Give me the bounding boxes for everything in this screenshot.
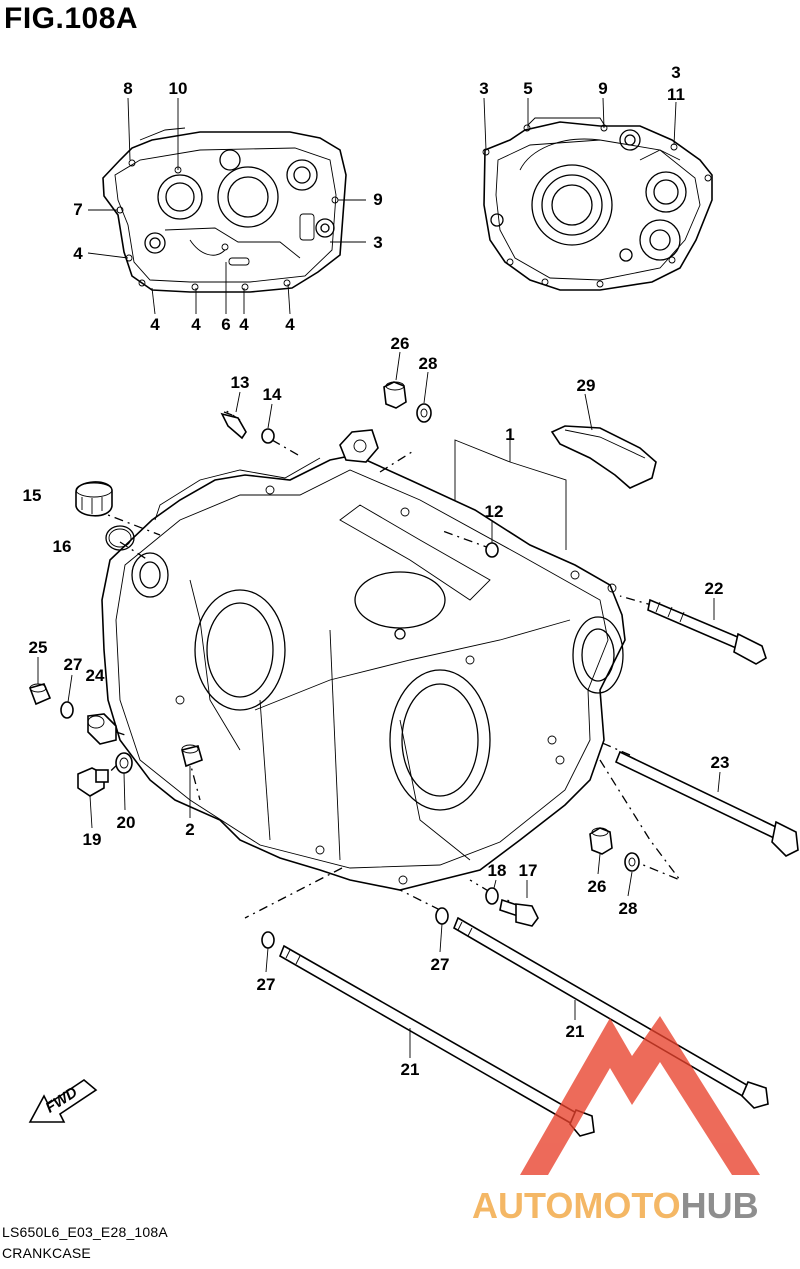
callout-4e: 4	[285, 315, 295, 334]
callout-29: 29	[577, 376, 596, 395]
part-27-washer-lower-left	[261, 931, 275, 949]
part-14-washer	[261, 428, 275, 444]
callout-4b: 4	[150, 315, 160, 334]
callout-4d: 4	[239, 315, 249, 334]
callout-26a: 26	[391, 334, 410, 353]
callout-7: 7	[73, 200, 82, 219]
callout-15: 15	[23, 486, 42, 505]
callout-3c: 3	[671, 63, 680, 82]
part-15-oil-filler-cap	[75, 481, 113, 517]
watermark-text-auto-moto: AUTOMOTO	[472, 1185, 681, 1226]
callout-13: 13	[231, 373, 250, 392]
callout-11: 11	[667, 85, 685, 104]
callout-14: 14	[263, 385, 282, 404]
callout-16: 16	[53, 537, 72, 556]
diagram-code-caption: LS650L6_E03_E28_108A	[2, 1224, 168, 1240]
part-17-bolt	[499, 898, 539, 927]
callout-20: 20	[117, 813, 136, 832]
part-25-plug	[28, 683, 52, 706]
callout-12: 12	[485, 502, 504, 521]
callout-26b: 26	[588, 877, 607, 896]
part-29-cover-plate	[550, 425, 657, 489]
callout-17: 17	[519, 861, 538, 880]
part-12-washer	[485, 542, 499, 558]
callout-28b: 28	[619, 899, 638, 918]
automotohub-watermark: AUTOMOTOHUB	[472, 1016, 760, 1226]
callout-6: 6	[221, 315, 230, 334]
callout-27c: 27	[257, 975, 276, 994]
part-16-o-ring	[105, 525, 135, 551]
callout-27b: 27	[431, 955, 450, 974]
callout-4a: 4	[73, 244, 83, 263]
part-28-top-washer	[416, 403, 432, 423]
fwd-arrow: FWD	[28, 1079, 98, 1123]
callout-4c: 4	[191, 315, 201, 334]
part-20-gasket	[115, 752, 133, 774]
callout-22: 22	[705, 579, 724, 598]
callout-3b: 3	[479, 79, 488, 98]
callout-23: 23	[711, 753, 730, 772]
part-22-bolt	[647, 598, 767, 665]
callout-27a: 27	[64, 655, 83, 674]
part-18-washer	[485, 887, 499, 905]
watermark-text-hub: HUB	[681, 1185, 759, 1226]
callout-24: 24	[86, 666, 105, 685]
crankcase-assembly	[101, 429, 626, 891]
callout-19: 19	[83, 830, 102, 849]
figure-title: FIG.108A	[4, 2, 139, 35]
part-27-washer-middle	[435, 907, 449, 925]
part-27-washer-left	[60, 701, 74, 719]
part-28-washer-lower	[624, 852, 640, 872]
part-24-plug-bolt	[87, 713, 117, 745]
callout-18: 18	[488, 861, 507, 880]
callout-1: 1	[505, 425, 514, 444]
callout-5: 5	[523, 79, 532, 98]
watermark-triangle-icon	[520, 1016, 760, 1175]
callout-2: 2	[185, 820, 194, 839]
callout-9b: 9	[598, 79, 607, 98]
callout-10: 10	[169, 79, 188, 98]
svg-text:AUTOMOTOHUB: AUTOMOTOHUB	[472, 1185, 759, 1226]
callout-28a: 28	[419, 354, 438, 373]
part-13-breather-fitting	[220, 411, 247, 440]
part-26-nut-lower	[589, 827, 613, 855]
callout-25: 25	[29, 638, 48, 657]
callout-3a: 3	[373, 233, 382, 252]
part-19-drain-bolt	[77, 767, 109, 797]
part-2-dowel-pin	[181, 744, 203, 768]
callout-21a: 21	[566, 1022, 585, 1041]
right-crankcase-inner-view	[482, 117, 713, 291]
left-crankcase-inner-view	[102, 127, 347, 293]
callout-9a: 9	[373, 190, 382, 209]
callout-leaders	[37, 97, 721, 1058]
callout-8: 8	[123, 79, 132, 98]
diagram-name-caption: CRANKCASE	[2, 1245, 91, 1261]
part-23-long-bolt	[614, 750, 799, 857]
callout-21b: 21	[401, 1060, 420, 1079]
part-26-top-nut	[383, 381, 407, 409]
